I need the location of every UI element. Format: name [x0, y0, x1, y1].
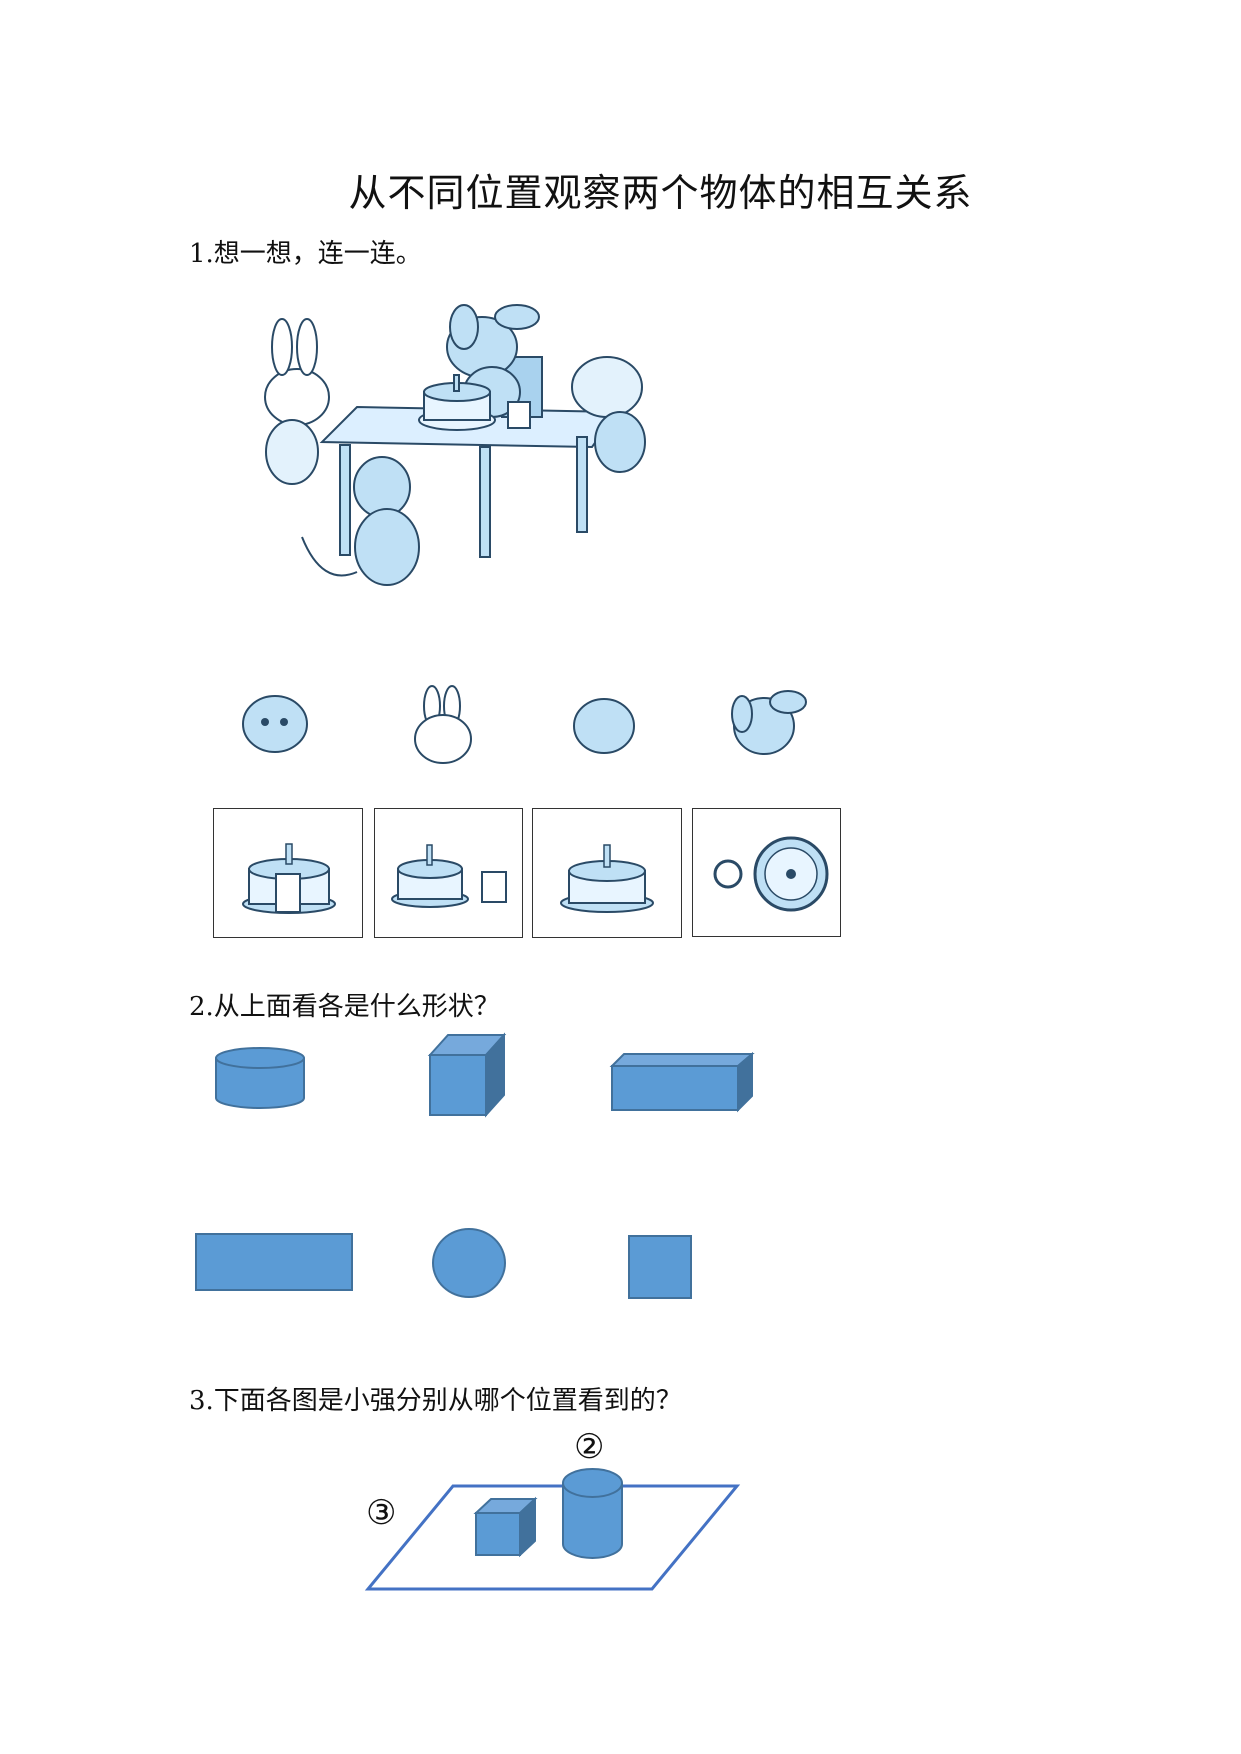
rabbit-head-icon	[414, 685, 472, 764]
page-title: 从不同位置观察两个物体的相互关系	[348, 171, 973, 215]
rectangle-shape	[195, 1233, 353, 1291]
view-option-2	[374, 808, 523, 938]
question-3: 3.下面各图是小强分别从哪个位置看到的？	[189, 1386, 682, 1416]
cat-head-icon	[242, 695, 308, 753]
q3-cube	[473, 1496, 538, 1558]
cylinder-shape	[215, 1047, 305, 1109]
cuboid-shape	[609, 1051, 755, 1113]
party-scene-illustration	[264, 304, 646, 586]
circle-shape	[432, 1228, 506, 1298]
cube-shape	[427, 1032, 507, 1118]
dog-head-icon	[731, 690, 807, 755]
cake-with-cup-side-icon	[391, 844, 507, 908]
question-2: 2.从上面看各是什么形状？	[189, 992, 500, 1022]
cake-only-icon	[560, 844, 654, 913]
view-option-1	[213, 808, 363, 938]
monkey-head-back-icon	[573, 698, 635, 754]
position-marker-2: ②	[574, 1427, 605, 1467]
ground-plane	[364, 1484, 741, 1591]
square-shape	[628, 1235, 692, 1299]
view-option-4	[692, 808, 841, 937]
q3-cylinder	[562, 1468, 623, 1559]
cake-with-cup-front-icon	[242, 843, 336, 914]
position-marker-3: ③	[366, 1493, 397, 1533]
view-option-3	[532, 808, 682, 938]
question-1: 1.想一想，连一连。	[189, 239, 422, 269]
cake-top-view-icon	[713, 836, 829, 912]
